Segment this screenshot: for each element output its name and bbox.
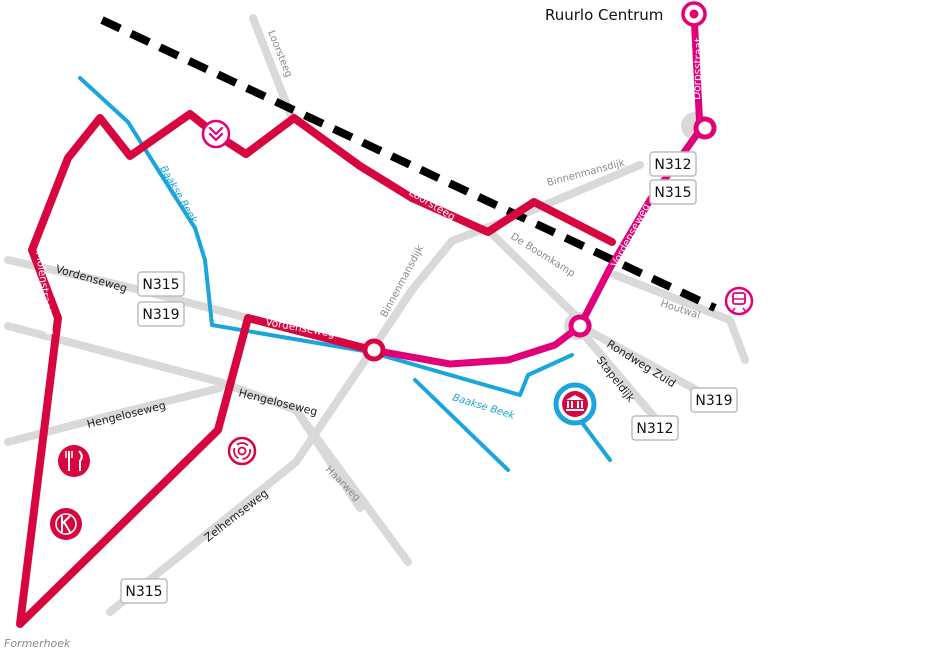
baakse-beek-branch bbox=[413, 378, 510, 472]
label-molenstraatweg: Molenstraatweg bbox=[33, 251, 57, 336]
road-vordenseweg-west bbox=[4, 256, 252, 322]
label-baakse-beek-north: Baakse Beek bbox=[157, 164, 199, 226]
road-loorsteeg-north bbox=[249, 14, 296, 122]
label-vordenseweg-magenta: Vordenseweg bbox=[609, 202, 653, 270]
badge-n312-right-text: N312 bbox=[636, 421, 673, 437]
road-zelhemseweg bbox=[106, 346, 376, 616]
badge-n312-right: N312 bbox=[631, 415, 679, 441]
label-hengeloseweg-west: Hengeloseweg bbox=[86, 399, 168, 431]
maze-icon bbox=[227, 436, 257, 466]
road-binnenmansdijk-south bbox=[368, 237, 456, 354]
route-red bbox=[16, 110, 616, 628]
label-loorsteeg: Loorsteeg bbox=[406, 186, 457, 223]
badge-n312-top-text: N312 bbox=[654, 157, 691, 173]
label-stationsstraat: Stationsstraat bbox=[639, 242, 712, 281]
label-dorpsstraat: Dorpsstraat bbox=[691, 38, 705, 100]
map-title: Ruurlo Centrum bbox=[545, 6, 663, 24]
junction-ring-rondweg bbox=[568, 314, 592, 338]
museum-icon bbox=[553, 382, 597, 426]
label-zelhemseweg: Zelhemseweg bbox=[202, 487, 271, 545]
badge-n319-mid-text: N319 bbox=[142, 307, 179, 323]
badge-n319-mid: N319 bbox=[137, 301, 185, 327]
badge-n319-right: N319 bbox=[690, 387, 738, 413]
road-stapeldijk bbox=[576, 326, 659, 422]
road-houtwal bbox=[611, 271, 749, 364]
castle-k-icon bbox=[50, 508, 82, 540]
baakse-beek-south bbox=[578, 418, 612, 462]
railway-line bbox=[100, 16, 717, 312]
place-formerhoek: Formerhoek bbox=[4, 637, 71, 650]
junction-ring-dorpsstraat bbox=[693, 116, 717, 140]
destination-marker-icon bbox=[681, 1, 707, 27]
badge-n315-top: N315 bbox=[649, 179, 697, 205]
badge-n319-right-text: N319 bbox=[695, 393, 732, 409]
badge-n315-top-text: N315 bbox=[654, 185, 691, 201]
label-hengeloseweg-east: Hengeloseweg bbox=[237, 386, 319, 418]
badge-n312-top: N312 bbox=[649, 151, 697, 177]
junction-rings bbox=[362, 116, 717, 362]
badge-n315-bottom-text: N315 bbox=[125, 584, 162, 600]
badge-n315-bottom: N315 bbox=[120, 578, 168, 604]
road-de-boomkamp bbox=[484, 226, 584, 324]
train-icon bbox=[724, 286, 754, 316]
heart-badge-icon bbox=[201, 119, 231, 149]
junction-ring-vordenseweg bbox=[362, 338, 386, 362]
road-rondweg-zuid bbox=[576, 322, 704, 396]
label-baakse-beek-south: Baakse Beek bbox=[451, 392, 517, 422]
label-vordenseweg-west: Vordenseweg bbox=[54, 262, 128, 295]
road-hengeloseweg-long bbox=[4, 322, 300, 414]
badge-n315-mid-text: N315 bbox=[142, 277, 179, 293]
restaurant-icon bbox=[58, 445, 90, 477]
badge-n315-mid: N315 bbox=[137, 271, 185, 297]
